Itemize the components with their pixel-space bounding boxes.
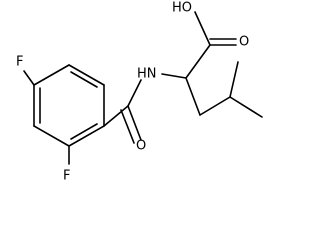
fluorine-top-label: F (16, 55, 23, 70)
carboxyl-oxygen-label: O (239, 35, 249, 50)
alpha-to-carboxyl-bond (185, 44, 211, 79)
ring-to-carbonyl-bond (103, 105, 129, 127)
carbonyl-to-n-bond (127, 79, 142, 107)
amide-c-o-double-bond (127, 105, 142, 141)
ch-to-methyl-right-bond (229, 96, 263, 118)
alpha-to-ch2-bond (185, 77, 201, 116)
hydroxyl-label: HO (172, 1, 192, 16)
carboxyl-c-oh-bond (194, 11, 211, 46)
c-f-bond-top (23, 70, 35, 86)
ch-to-methyl-top-bond (229, 61, 239, 98)
fluorine-bottom-label: F (63, 169, 70, 184)
benzene-ring (33, 64, 105, 147)
amide-nitrogen-label: HN (137, 67, 157, 82)
amide-c-o-double-bond-2 (120, 109, 135, 144)
ch2-to-ch-bond (199, 96, 231, 116)
chemical-structure: F F O HN HO O (16, 1, 263, 184)
amide-oxygen-label: O (136, 139, 146, 154)
n-to-alpha-carbon-bond (161, 73, 187, 79)
